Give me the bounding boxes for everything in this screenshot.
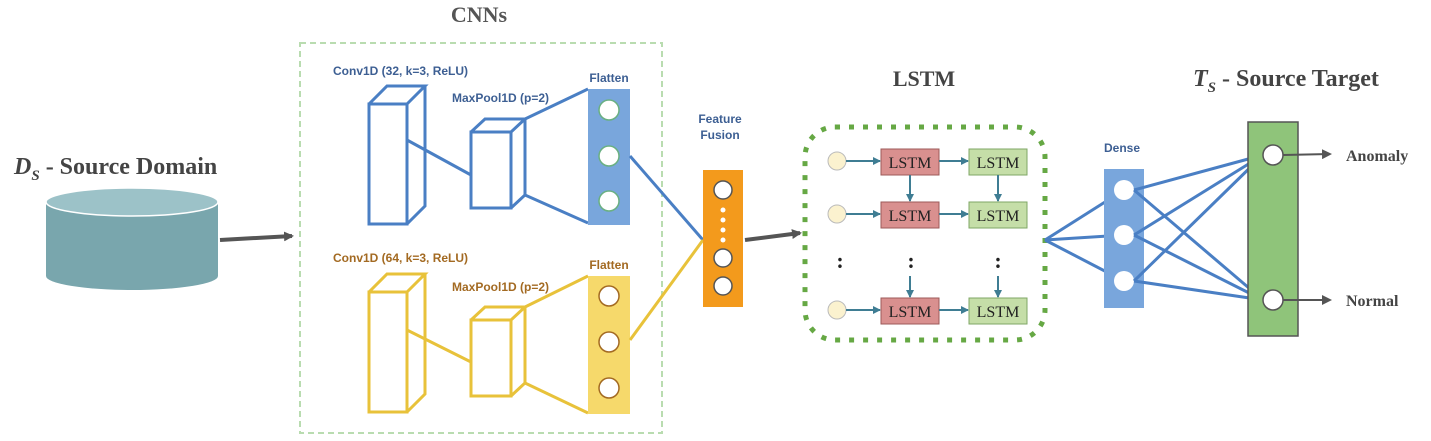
lstm-cell xyxy=(880,201,940,229)
lstm-cell xyxy=(968,297,1028,325)
lstm-dotted-border xyxy=(802,124,1048,343)
fusion-node xyxy=(713,180,733,200)
flatten-1-label: Flatten xyxy=(589,71,628,85)
maxpool-1-label: MaxPool1D (p=2) xyxy=(452,91,549,105)
dense-node xyxy=(1114,180,1134,200)
conv1d-64-label: Conv1D (64, k=3, ReLU) xyxy=(333,251,468,265)
conv-to-pool-line-1 xyxy=(406,138,472,177)
conv1d-32-block xyxy=(367,84,429,226)
lstm-cell-label: LSTM xyxy=(889,155,932,172)
lstm-cell xyxy=(880,297,940,325)
feature-fusion: Feature Fusion xyxy=(698,112,802,307)
fusion-label-line2: Fusion xyxy=(700,128,739,142)
flatten-1-node xyxy=(598,190,620,212)
fusion-dot xyxy=(720,207,726,213)
lstm-title: LSTM xyxy=(893,66,956,91)
fusion-node xyxy=(713,276,733,296)
conv1d-64-block xyxy=(367,272,429,414)
flatten-1-to-fusion xyxy=(628,155,705,241)
lstm-ellipsis: : xyxy=(994,248,1001,273)
source-domain-title: DS - Source Domain xyxy=(13,154,217,184)
flatten-2-node xyxy=(598,285,620,307)
output-label-anomaly: Anomaly xyxy=(1346,148,1408,165)
pool-to-flatten-bot-1 xyxy=(524,193,589,225)
cnn-branch-blue: Conv1D (32, k=3, ReLU) MaxPool1D (p=2) F… xyxy=(333,64,705,241)
pool-to-flatten-top-2 xyxy=(524,274,589,309)
source-to-cnn-arrow xyxy=(219,231,294,242)
fusion-node xyxy=(713,248,733,268)
flatten-2-label: Flatten xyxy=(589,258,628,272)
fusion-label-line1: Feature xyxy=(698,112,742,126)
cnn-dashed-border xyxy=(299,42,663,434)
source-domain: DS - Source Domain xyxy=(13,154,294,290)
lstm-ellipsis: : xyxy=(836,248,843,273)
lstm-input-node xyxy=(827,300,847,320)
cnn-branch-yellow: Conv1D (64, k=3, ReLU) MaxPool1D (p=2) F… xyxy=(333,239,705,415)
maxpool-1-block xyxy=(469,117,529,210)
target-title: TS - Source Target xyxy=(1193,66,1379,96)
maxpool-2-block xyxy=(469,305,529,398)
maxpool-2-label: MaxPool1D (p=2) xyxy=(452,280,549,294)
lstm-cell-label: LSTM xyxy=(889,304,932,321)
lstm-cell xyxy=(968,148,1028,176)
flatten-1-node xyxy=(598,145,620,167)
dense-node xyxy=(1114,271,1134,291)
flatten-2-node xyxy=(598,377,620,399)
conv1d-32-label: Conv1D (32, k=3, ReLU) xyxy=(333,64,468,78)
output-label-normal: Normal xyxy=(1346,293,1399,310)
lstm-input-node xyxy=(827,151,847,171)
lstm-cell-label: LSTM xyxy=(977,155,1020,172)
flatten-2-to-fusion xyxy=(628,239,705,341)
lstm-cell xyxy=(968,201,1028,229)
cnn-block: CNNs Conv1D (32, k=3, ReLU) MaxPool1D (p… xyxy=(299,2,705,434)
fusion-dot xyxy=(720,227,726,233)
lstm-ellipsis: : xyxy=(907,248,914,273)
target-block: TS - Source Target Anomaly Normal xyxy=(1193,66,1408,337)
lstm-cell-label: LSTM xyxy=(977,208,1020,225)
lstm-cell-label: LSTM xyxy=(889,208,932,225)
output-node-anomaly xyxy=(1262,144,1284,166)
lstm-input-node xyxy=(827,204,847,224)
pool-to-flatten-bot-2 xyxy=(524,381,589,415)
database-cylinder-icon xyxy=(45,187,219,290)
fusion-to-lstm-arrow xyxy=(744,229,802,242)
pool-to-flatten-top-1 xyxy=(524,87,589,121)
lstm-cell-label: LSTM xyxy=(977,304,1020,321)
fusion-dot xyxy=(720,237,726,243)
fusion-dot xyxy=(720,217,726,223)
dense-node xyxy=(1114,225,1134,245)
flatten-1-node xyxy=(598,99,620,121)
dense-label: Dense xyxy=(1104,141,1140,155)
flatten-2-node xyxy=(598,331,620,353)
cnn-title: CNNs xyxy=(451,2,508,27)
output-node-normal xyxy=(1262,289,1284,311)
conv-to-pool-line-2 xyxy=(406,328,472,364)
lstm-block: LSTM LSTM LSTM LSTM LSTM : : : LSTM xyxy=(802,66,1048,343)
dense-to-output-lines xyxy=(1132,153,1265,302)
anomaly-arrow xyxy=(1282,149,1332,160)
